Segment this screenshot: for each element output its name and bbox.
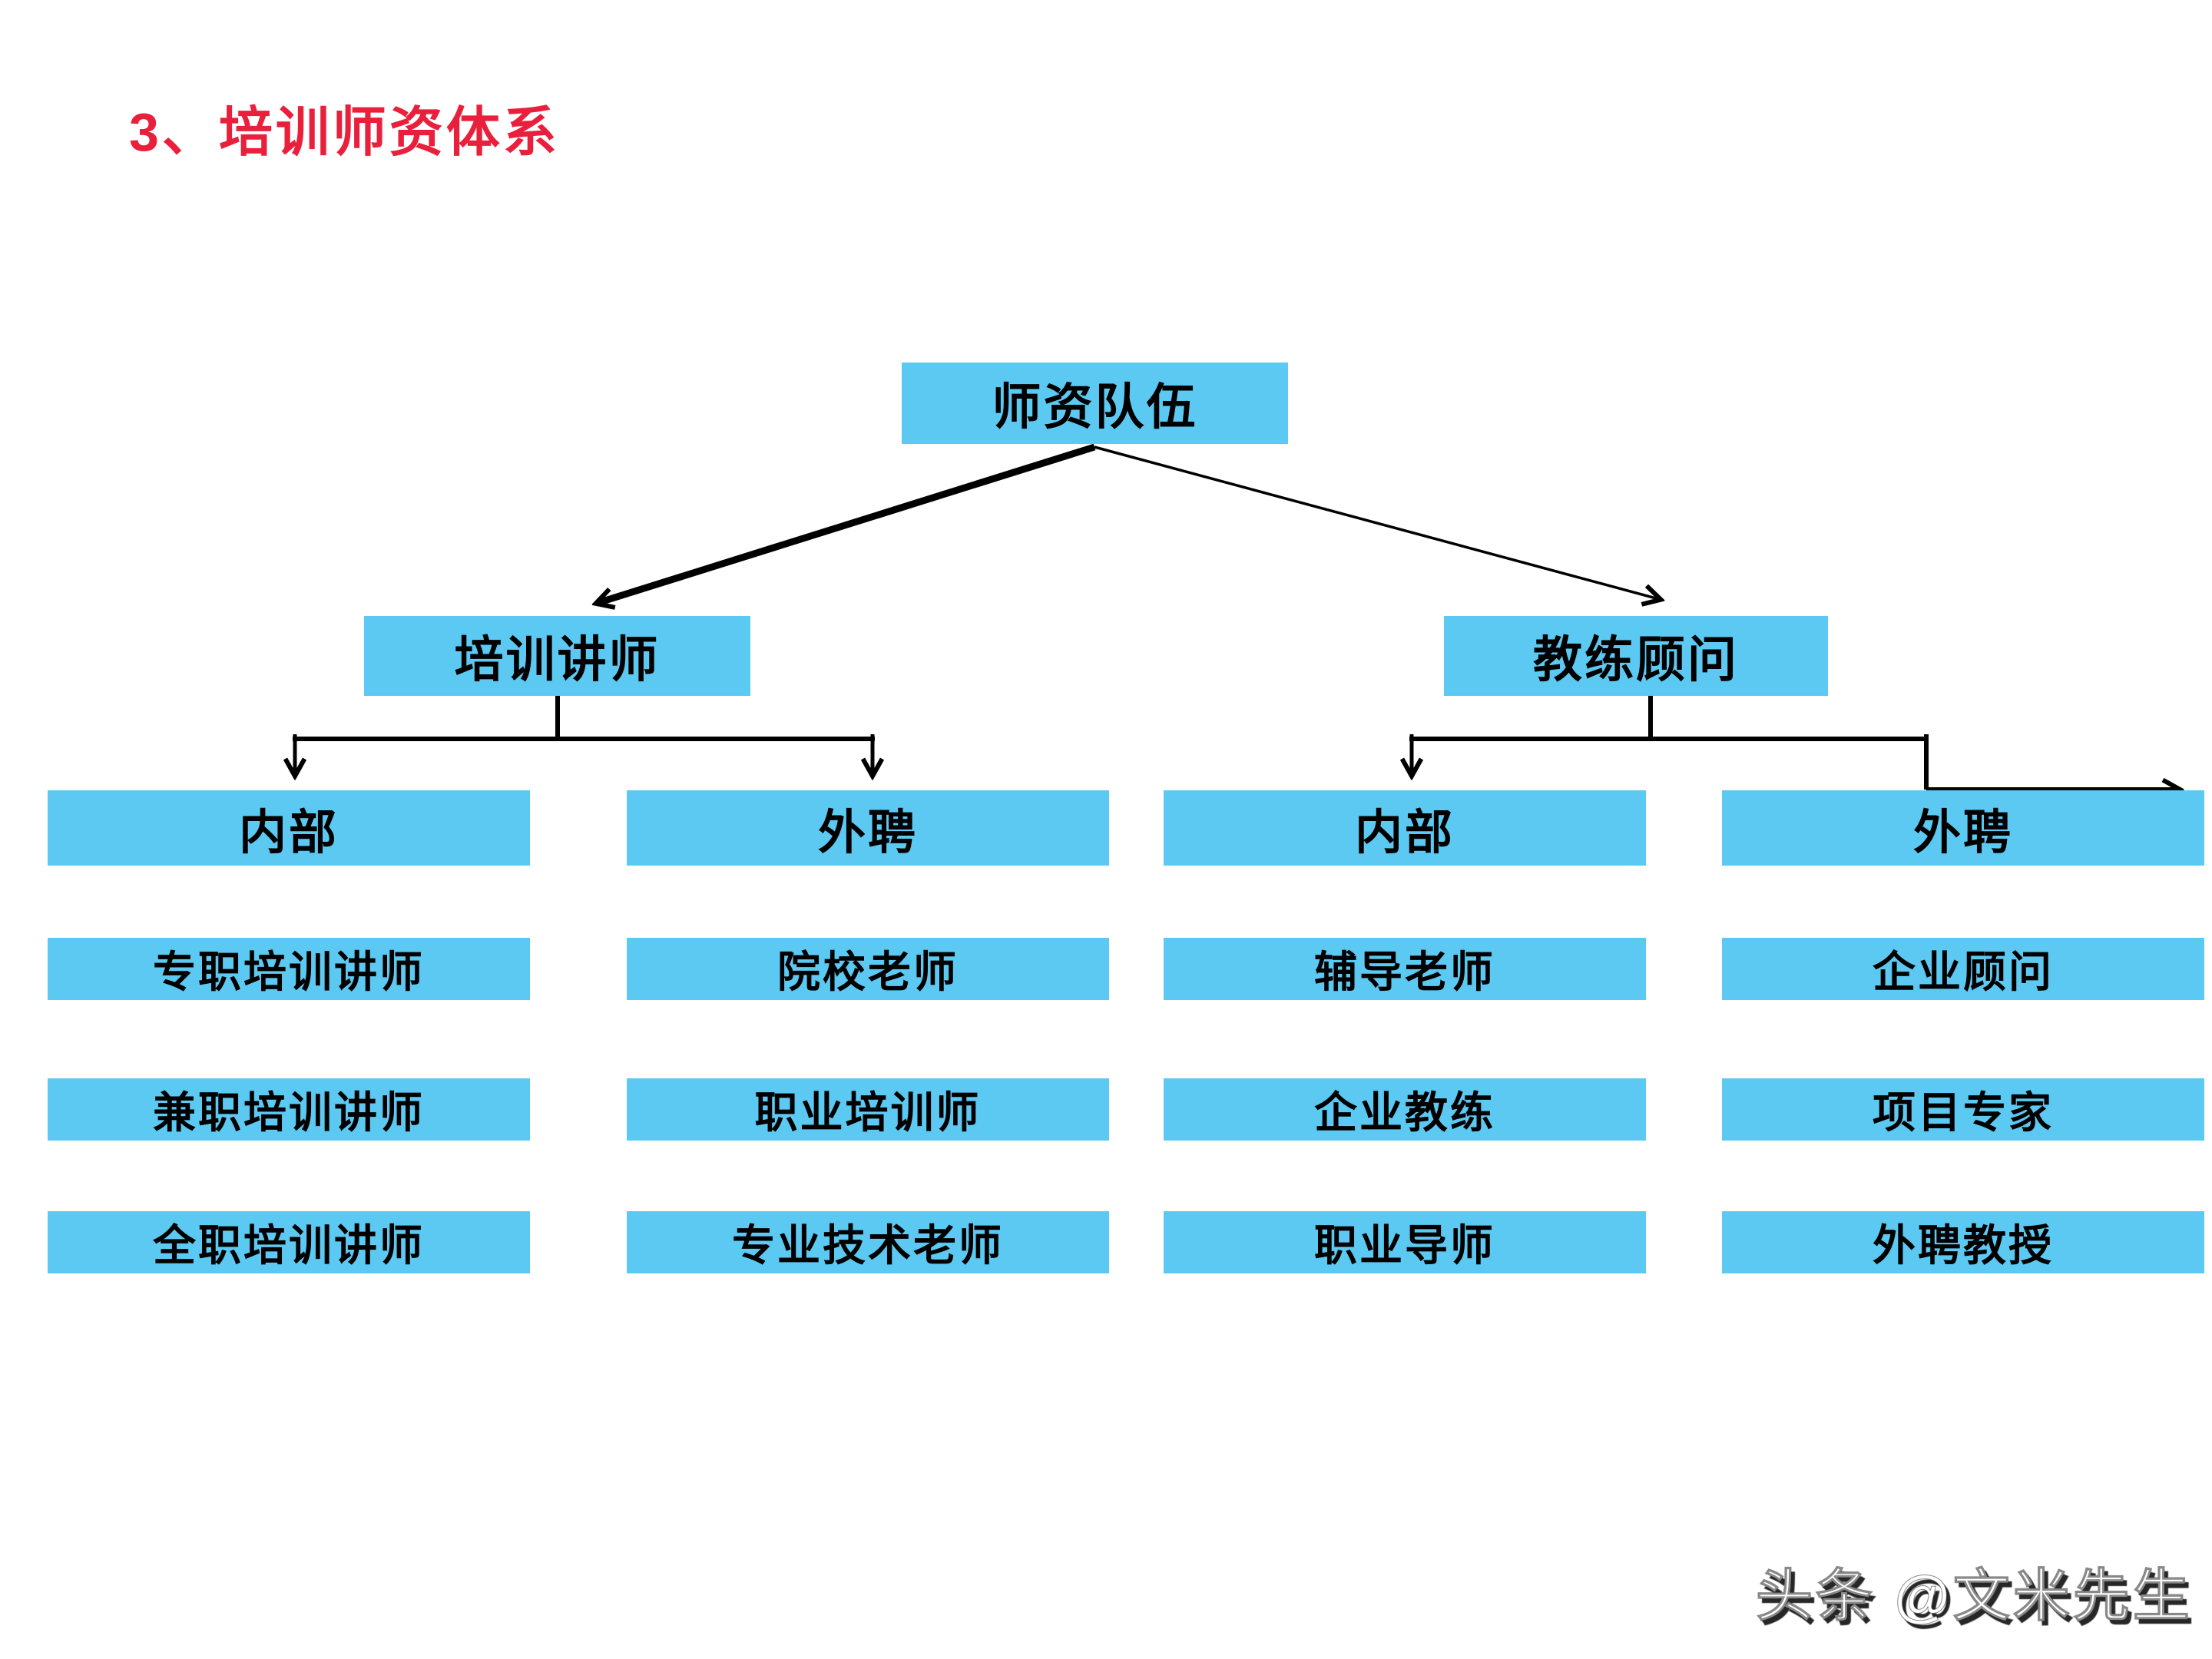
node-leaf: 辅导老师 — [1164, 938, 1646, 1000]
node-branch-coaches: 教练顾问 — [1444, 616, 1828, 696]
node-leaf: 专职培训讲师 — [48, 938, 530, 1000]
node-group-coaches-internal: 内部 — [1164, 790, 1646, 866]
node-root: 师资队伍 — [902, 363, 1288, 444]
node-leaf: 职业导师 — [1164, 1211, 1646, 1273]
node-leaf: 企业顾问 — [1722, 938, 2204, 1000]
node-leaf: 院校老师 — [627, 938, 1109, 1000]
node-leaf: 职业培训师 — [627, 1078, 1109, 1141]
node-leaf: 专业技术老师 — [627, 1211, 1109, 1273]
node-group-trainers-internal: 内部 — [48, 790, 530, 866]
node-leaf: 兼职培训讲师 — [48, 1078, 530, 1141]
node-branch-trainers: 培训讲师 — [364, 616, 750, 696]
node-group-trainers-external: 外聘 — [627, 790, 1109, 866]
node-group-coaches-external: 外聘 — [1722, 790, 2204, 866]
node-leaf: 项目专家 — [1722, 1078, 2204, 1141]
node-leaf: 全职培训讲师 — [48, 1211, 530, 1273]
node-leaf: 企业教练 — [1164, 1078, 1646, 1141]
watermark: 头条 @文米先生 — [1756, 1564, 2193, 1628]
node-leaf: 外聘教授 — [1722, 1211, 2204, 1273]
page-title: 3、培训师资体系 — [129, 102, 560, 162]
